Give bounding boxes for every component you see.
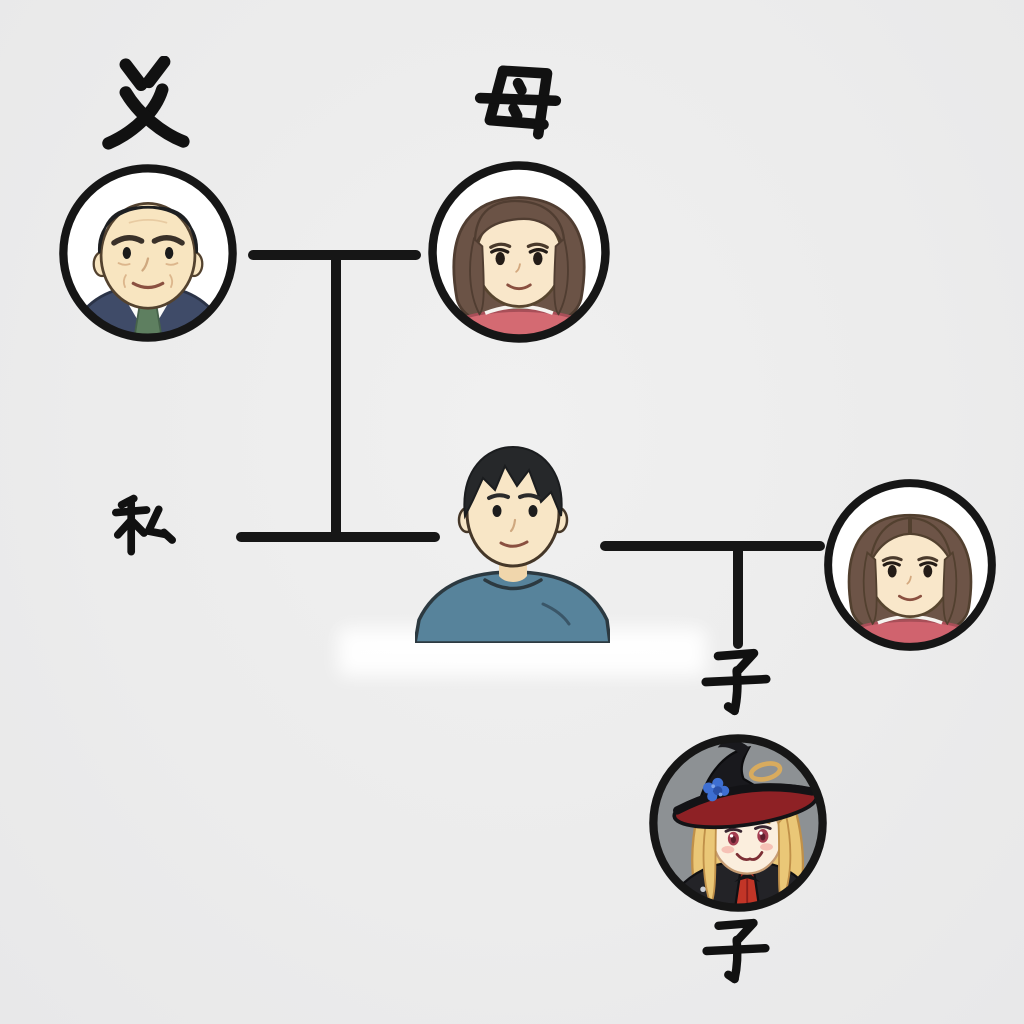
kanji-father-glyph [102,56,190,150]
mother-portrait [425,158,613,346]
label-father: 父 [96,56,192,152]
wife-avatar [824,479,996,651]
label-child-top: 子 [700,646,772,718]
me-portrait [415,400,610,643]
label-mother: 母 [474,62,562,150]
kanji-child-bottom-glyph [702,918,770,984]
father-portrait [56,161,240,345]
kanji-me-glyph [112,494,176,556]
kanji-child-top-glyph [701,648,771,716]
mother-avatar [428,161,610,343]
hat-flower-icon [703,777,730,802]
wife-portrait [821,476,999,654]
child-portrait [646,731,830,915]
kanji-mother-glyph [474,65,562,140]
father-avatar [59,164,237,342]
label-me: 私 [112,494,176,558]
label-child-bottom: 子 [701,916,771,986]
me-avatar [415,446,610,643]
child-avatar [649,734,827,912]
